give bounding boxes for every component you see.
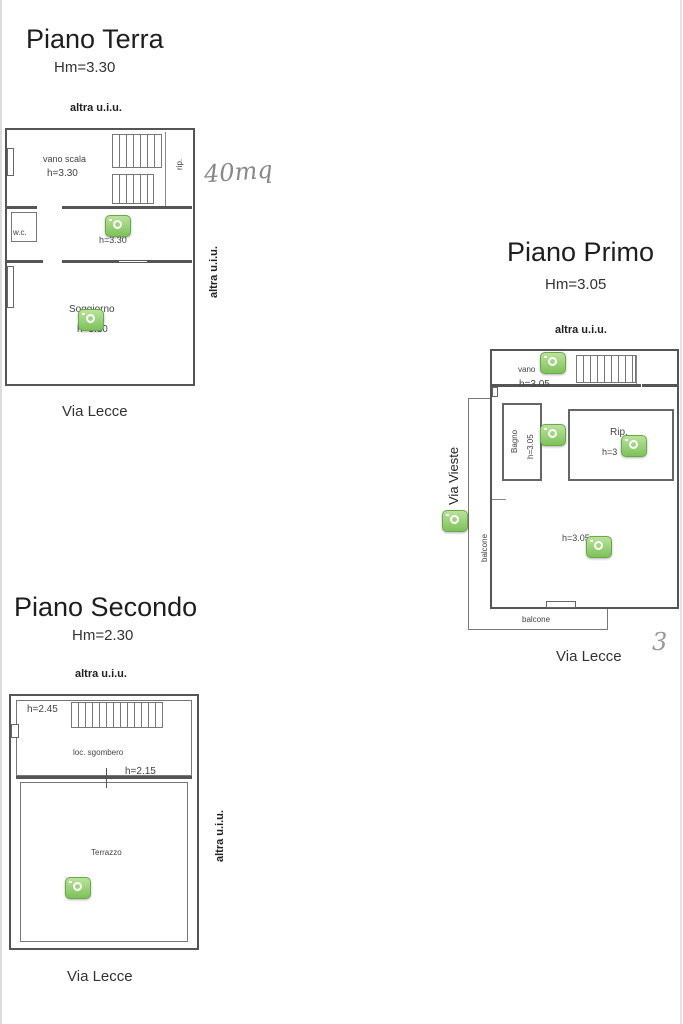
second-door-mark [106, 768, 107, 788]
first-bath-height: h=3.05 [526, 434, 535, 459]
first-street-label: Via Lecce [556, 648, 622, 665]
ground-wall-1 [62, 206, 192, 209]
left-border [0, 0, 2, 1024]
ground-wall-2 [7, 206, 37, 209]
first-wall-1 [492, 384, 641, 387]
camera-icon[interactable] [78, 309, 104, 331]
ground-wc-room [11, 212, 37, 242]
camera-icon[interactable] [65, 877, 91, 899]
ground-stair-height: h=3.30 [47, 168, 78, 179]
first-rip-label: Rip. [610, 427, 628, 438]
ground-side-neighbor-label: altra u.i.u. [208, 246, 220, 298]
camera-icon[interactable] [540, 424, 566, 446]
second-floor-plan: h=2.45 loc. sgombero h=2.15 Terrazzo [9, 694, 199, 950]
first-rip-height: h=3 [602, 447, 618, 457]
second-side-neighbor-label: altra u.i.u. [214, 810, 226, 862]
first-handwritten-note: 3 [652, 628, 668, 656]
first-bath-room [502, 403, 542, 481]
camera-icon[interactable] [586, 536, 612, 558]
ground-wall-4 [7, 260, 43, 263]
ground-window-1 [7, 148, 14, 176]
camera-icon[interactable] [105, 215, 131, 237]
second-street-label: Via Lecce [67, 968, 133, 985]
ground-lower-stairs [112, 174, 154, 204]
ground-floor-title: Piano Terra [26, 24, 164, 54]
second-top-neighbor-label: altra u.i.u. [75, 668, 127, 680]
camera-icon[interactable] [540, 352, 566, 374]
ground-window-2 [7, 266, 14, 308]
second-terrace-area [20, 782, 188, 942]
first-floor-plan: vano h=3.05 Bagno h=3.05 Rip. h=3 h=3.05 [490, 349, 679, 609]
second-storage-label: loc. sgombero [73, 748, 124, 757]
second-floor-hm: Hm=2.30 [72, 627, 134, 644]
ground-handwritten-note: 40mq [203, 155, 274, 189]
first-main-height: h=3.05 [562, 533, 590, 543]
first-bath-label: Bagno [510, 429, 519, 453]
second-corner-height: h=2.45 [27, 704, 58, 715]
second-window [11, 724, 19, 738]
ground-floor-plan: vano scala h=3.30 rip. w.c. h=3.30 Soggi… [5, 128, 195, 386]
first-bottom-balcony-label: balcone [522, 615, 551, 624]
ground-rip-wall [165, 132, 166, 206]
first-top-neighbor-label: altra u.i.u. [555, 324, 607, 336]
ground-door-gap [119, 261, 147, 262]
ground-rip-label: rip. [175, 158, 184, 170]
second-storage-room [16, 700, 192, 776]
ground-top-neighbor-label: altra u.i.u. [70, 102, 122, 114]
ground-street-label: Via Lecce [62, 403, 128, 420]
second-floor-title: Piano Secondo [14, 592, 198, 622]
first-stair-wall [636, 355, 637, 385]
first-side-street-label: Via Vieste [446, 446, 461, 505]
second-stairs [71, 702, 163, 728]
first-door-mark [492, 499, 506, 500]
first-side-balcony-label: balcone [480, 533, 489, 562]
second-wall-1 [16, 776, 192, 779]
camera-icon[interactable] [442, 510, 468, 532]
first-rip-room [568, 409, 674, 481]
first-window-1 [492, 387, 498, 397]
first-stairs [576, 355, 636, 383]
first-window-2 [546, 601, 576, 608]
first-stair-room-label: vano [518, 365, 536, 374]
camera-icon[interactable] [621, 435, 647, 457]
ground-stair-room-label: vano scala [43, 154, 87, 164]
right-border [680, 0, 682, 1024]
ground-wc-label: w.c. [13, 228, 27, 237]
first-floor-hm: Hm=3.05 [545, 276, 607, 293]
second-storage-height: h=2.15 [125, 766, 156, 777]
first-stair-height: h=3.05 [519, 379, 550, 390]
second-terrace-label: Terrazzo [91, 848, 122, 857]
first-wall-2 [642, 384, 677, 387]
ground-upper-stairs [112, 134, 162, 168]
ground-floor-hm: Hm=3.30 [54, 59, 116, 76]
ground-mid-height: h=3.30 [99, 235, 127, 245]
first-floor-title: Piano Primo [507, 237, 655, 267]
